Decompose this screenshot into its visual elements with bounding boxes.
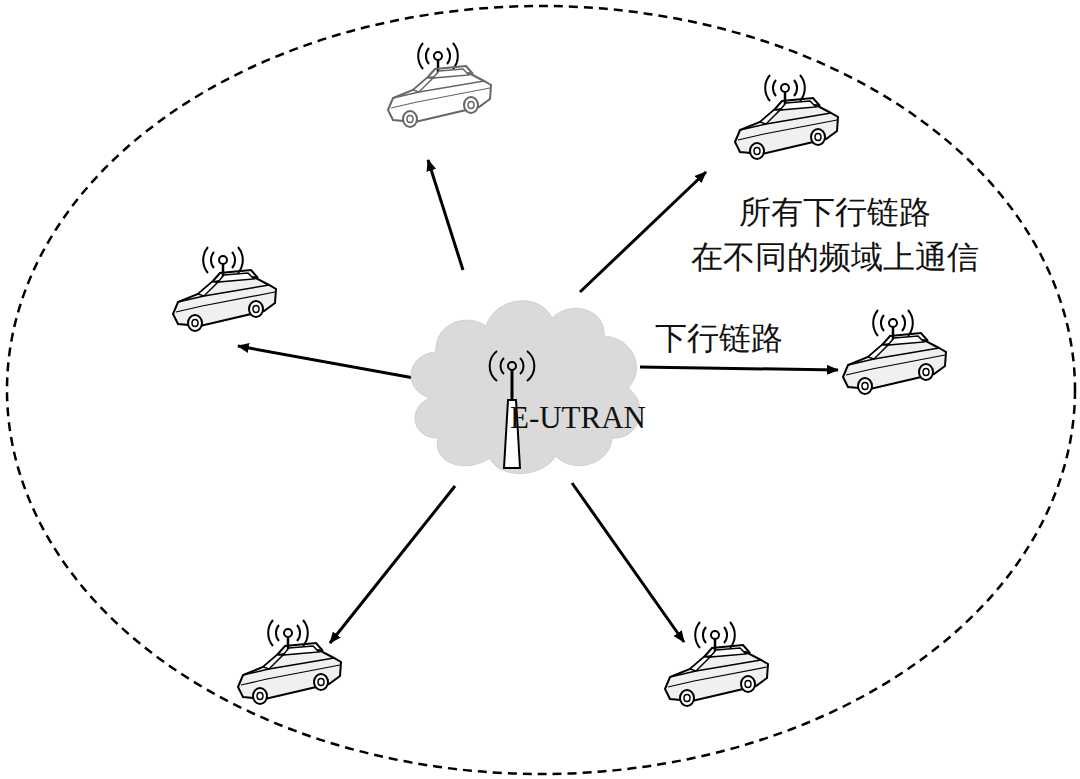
vehicles — [173, 43, 946, 706]
cloud-outline — [400, 278, 650, 488]
link-label: 下行链路 — [655, 316, 835, 361]
downlink-arrows — [238, 160, 838, 643]
coverage-ellipse — [7, 6, 1075, 774]
note-text: 所有下行链路 在不同的频域上通信 — [648, 190, 1022, 280]
vehicle — [238, 620, 341, 704]
vehicle — [735, 75, 838, 159]
cloud-shape — [411, 301, 640, 474]
vehicle — [173, 247, 276, 331]
vehicle — [388, 43, 491, 127]
base-station-cloud: E-UTRAN — [400, 278, 650, 488]
vehicle — [665, 622, 768, 706]
node-label: E-UTRAN — [510, 400, 646, 436]
vehicle — [843, 310, 946, 394]
